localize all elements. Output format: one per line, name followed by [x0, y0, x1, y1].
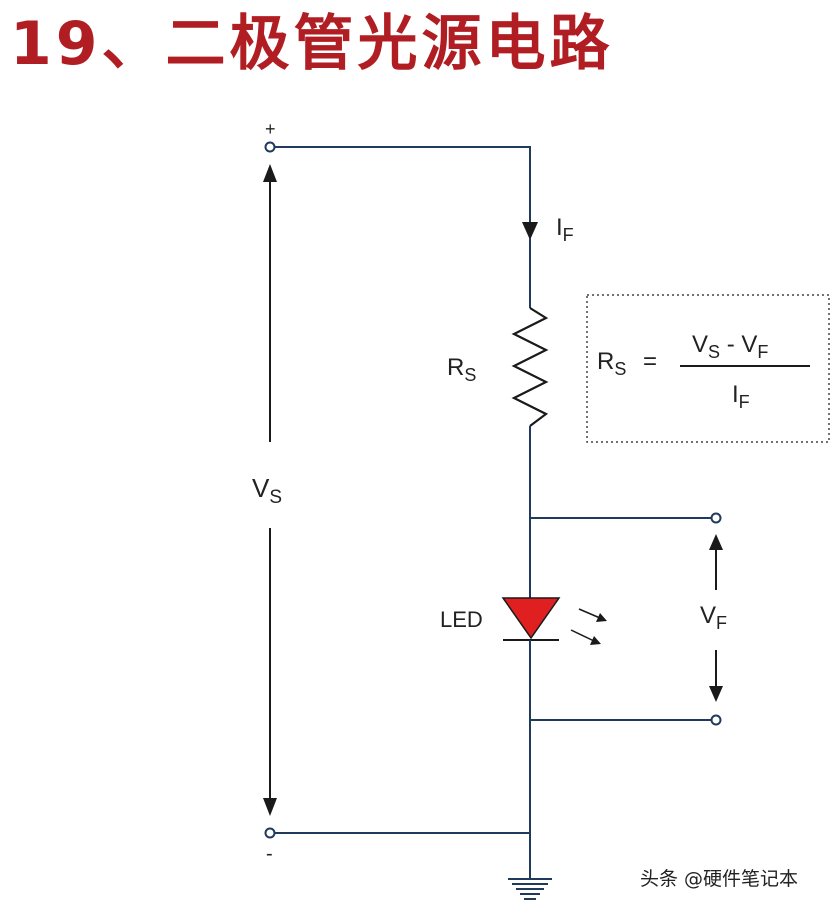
current-arrow-icon [522, 222, 538, 240]
led-label: LED [440, 607, 483, 632]
formula-lhs: RS [597, 348, 626, 379]
terminal-vf-top-icon [710, 512, 722, 524]
resistor-icon [511, 307, 549, 427]
formula-equals: = [643, 348, 657, 375]
forward-voltage-label: VF [700, 602, 727, 633]
watermark: 头条 @硬件笔记本 [640, 868, 799, 890]
led-diode-icon [501, 597, 561, 641]
formula-denominator: IF [732, 381, 750, 412]
resistor-label: RS [447, 354, 476, 385]
current-label: IF [556, 214, 574, 245]
vf-arrow-icon [709, 534, 723, 702]
vs-arrow-icon [263, 164, 277, 816]
page-title: 19、二极管光源电路 [10, 9, 614, 79]
plus-label: + [265, 119, 276, 139]
terminal-plus-icon [264, 141, 276, 153]
minus-label: - [266, 843, 273, 865]
formula-numerator: VS - VF [692, 331, 768, 362]
terminal-minus-icon [264, 827, 276, 839]
supply-voltage-label: VS [252, 473, 282, 508]
formula-box: RS = VS - VF IF [586, 294, 830, 443]
top-wire [274, 146, 531, 238]
ground-icon [508, 878, 552, 900]
terminal-vf-bottom-icon [710, 714, 722, 726]
light-emission-icon [570, 608, 607, 645]
